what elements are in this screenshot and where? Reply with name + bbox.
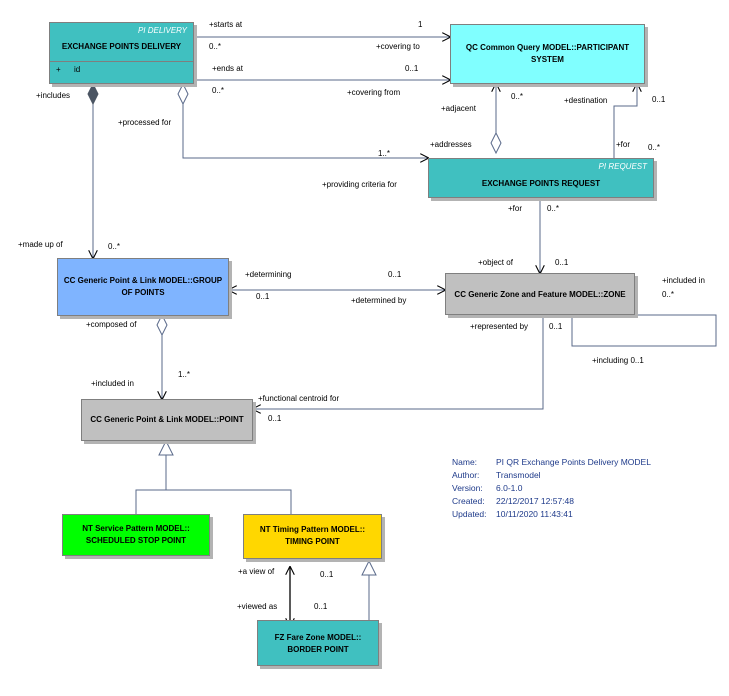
prop-author: Author: Transmodel <box>452 469 651 482</box>
role-including: +including 0..1 <box>592 356 644 365</box>
prop-updated: Updated: 10/11/2020 11:43:41 <box>452 508 651 521</box>
mult-adjacent: 0..* <box>511 92 524 101</box>
mult-starts-at-target: 1 <box>418 20 423 29</box>
role-represented-by: +represented by <box>470 322 529 331</box>
prop-key: Author: <box>452 470 480 480</box>
class-stereotype: PI REQUEST <box>598 162 647 171</box>
composition-diamond <box>87 82 99 106</box>
processed-for-aggregation <box>182 104 428 158</box>
mult-ends-at-target: 0..1 <box>405 64 419 73</box>
group-of-points-class[interactable]: CC Generic Point & Link MODEL::GROUP OF … <box>57 258 229 316</box>
mult-included-in-point: 1..* <box>178 370 191 379</box>
mult-ends-at-source: 0..* <box>212 86 225 95</box>
border-point-class[interactable]: FZ Fare Zone MODEL:: BORDER POINT <box>257 620 379 666</box>
role-a-view-of: +a view of <box>238 567 275 576</box>
mult-object-of: 0..1 <box>555 258 569 267</box>
prop-version: Version: 6.0-1.0 <box>452 482 651 495</box>
role-made-up-of: +made up of <box>18 240 63 249</box>
class-name: NT Timing Pattern MODEL:: TIMING POINT <box>259 525 366 546</box>
role-providing-criteria-for: +providing criteria for <box>322 180 397 189</box>
mult-included-in-zone: 0..* <box>662 290 675 299</box>
mult-a-view-of: 0..1 <box>320 570 334 579</box>
role-determining: +determining <box>245 270 292 279</box>
role-destination: +destination <box>564 96 608 105</box>
class-name: CC Generic Zone and Feature MODEL::ZONE <box>454 290 626 299</box>
timing-point-class[interactable]: NT Timing Pattern MODEL:: TIMING POINT <box>243 514 382 559</box>
mult-for-destination: 0..* <box>648 143 661 152</box>
adjacent-diamond <box>490 131 502 155</box>
prop-value: 10/11/2020 11:43:41 <box>496 509 573 519</box>
prop-value: 6.0-1.0 <box>496 483 523 493</box>
role-covering-to: +covering to <box>376 42 420 51</box>
prop-value: PI QR Exchange Points Delivery MODEL <box>496 457 651 467</box>
generalization-stop-point <box>135 455 167 514</box>
mult-for-zone: 0..* <box>547 204 560 213</box>
role-processed-for: +processed for <box>118 118 172 127</box>
generalization-timing-point <box>166 489 292 514</box>
role-viewed-as: +viewed as <box>237 602 278 611</box>
processed-for-diamond <box>177 82 189 106</box>
prop-created: Created: 22/12/2017 12:57:48 <box>452 495 651 508</box>
role-composed-of: +composed of <box>86 320 137 329</box>
role-addresses: +addresses <box>430 140 472 149</box>
prop-key: Name: <box>452 457 478 467</box>
mult-represented-by: 0..1 <box>549 322 563 331</box>
attribute-id: id <box>74 65 81 74</box>
role-adjacent: +adjacent <box>441 104 476 113</box>
exchange-points-delivery-class[interactable]: PI DELIVERY EXCHANGE POINTS DELIVERY + i… <box>49 22 194 84</box>
zone-class[interactable]: CC Generic Zone and Feature MODEL::ZONE <box>445 273 635 315</box>
role-starts-at: +starts at <box>209 20 243 29</box>
mult-viewed-as: 0..1 <box>314 602 328 611</box>
class-name: EXCHANGE POINTS REQUEST <box>481 179 601 188</box>
class-name: FZ Fare Zone MODEL:: BORDER POINT <box>274 633 362 654</box>
role-includes: +includes <box>36 91 71 100</box>
participant-system-class[interactable]: QC Common Query MODEL::PARTICIPANT SYSTE… <box>450 24 645 84</box>
class-attribute-divider <box>50 61 193 62</box>
mult-determining: 0..1 <box>388 270 402 279</box>
role-for-zone: +for <box>508 204 523 213</box>
point-class[interactable]: CC Generic Point & Link MODEL::POINT <box>81 399 253 441</box>
role-ends-at: +ends at <box>212 64 243 73</box>
role-covering-from: +covering from <box>347 88 401 97</box>
role-functional-centroid-for: +functional centroid for <box>258 394 340 403</box>
composed-of-diamond <box>156 313 168 337</box>
functional-centroid-association <box>253 315 544 409</box>
class-stereotype: PI DELIVERY <box>137 26 187 35</box>
attribute-visibility: + <box>56 65 61 74</box>
point-generalization-triangle <box>158 439 174 456</box>
mult-starts-at-source: 0..* <box>209 42 222 51</box>
class-name: CC Generic Point & Link MODEL::POINT <box>90 415 244 424</box>
timing-generalization-triangle <box>361 559 377 576</box>
prop-key: Updated: <box>452 509 487 519</box>
prop-name: Name: PI QR Exchange Points Delivery MODE… <box>452 456 651 469</box>
prop-key: Version: <box>452 483 483 493</box>
prop-value: 22/12/2017 12:57:48 <box>496 496 574 506</box>
class-name: EXCHANGE POINTS DELIVERY <box>61 42 182 51</box>
mult-functional-centroid-for: 0..1 <box>268 414 282 423</box>
role-included-in-point: +included in <box>91 379 134 388</box>
role-determined-by: +determined by <box>351 296 407 305</box>
role-for-destination: +for <box>616 140 631 149</box>
mult-made-up-of: 0..* <box>108 242 121 251</box>
class-name: NT Service Pattern MODEL:: SCHEDULED STO… <box>82 524 190 545</box>
exchange-points-request-class[interactable]: PI REQUEST EXCHANGE POINTS REQUEST <box>428 158 654 198</box>
class-name: CC Generic Point & Link MODEL::GROUP OF … <box>63 276 223 297</box>
zone-self-association <box>571 314 717 347</box>
mult-determined-by: 0..1 <box>256 292 270 301</box>
mult-destination: 0..1 <box>652 95 666 104</box>
diagram-properties: Name: PI QR Exchange Points Delivery MODE… <box>452 456 651 521</box>
class-name: QC Common Query MODEL::PARTICIPANT SYSTE… <box>465 43 630 64</box>
mult-addresses: 1..* <box>378 149 391 158</box>
role-included-in-zone: +included in <box>662 276 705 285</box>
role-object-of: +object of <box>478 258 513 267</box>
scheduled-stop-point-class[interactable]: NT Service Pattern MODEL:: SCHEDULED STO… <box>62 514 210 556</box>
prop-key: Created: <box>452 496 485 506</box>
prop-value: Transmodel <box>496 470 541 480</box>
destination-association <box>613 84 637 158</box>
